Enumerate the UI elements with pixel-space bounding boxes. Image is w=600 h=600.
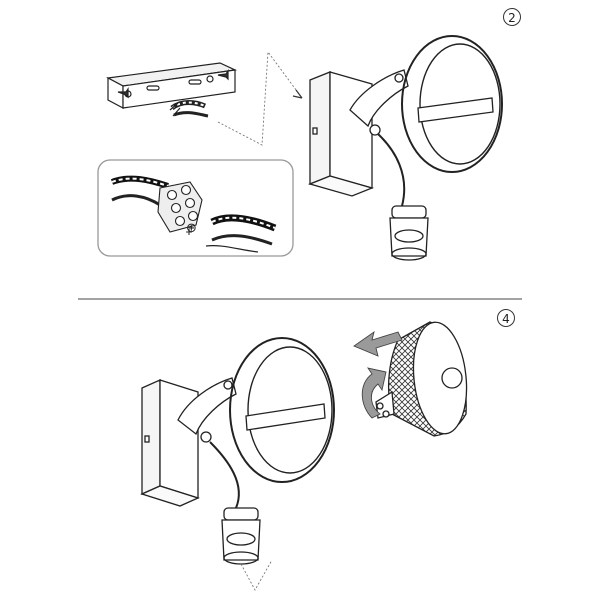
pointer-arrow-icon — [292, 89, 303, 99]
lamp-assembly — [140, 337, 335, 565]
lamp-cable — [205, 214, 277, 253]
step-4-panel — [140, 321, 468, 591]
leader-line — [240, 559, 273, 591]
lamp-assembly — [307, 35, 503, 261]
wire-stub — [169, 100, 209, 118]
step-2-panel: ⊕ — [97, 35, 503, 261]
step-number-badge: 4 — [497, 309, 515, 327]
leader-line — [217, 50, 303, 146]
step-number-badge: 2 — [503, 8, 521, 26]
earth-symbol-icon: ⊕ — [186, 221, 197, 236]
gu10-bulb-icon — [375, 321, 468, 437]
screw-hole-icon — [206, 75, 214, 83]
insert-arrow-icon — [353, 330, 403, 357]
rotate-arrow-icon — [361, 367, 387, 419]
mounting-bracket — [106, 62, 238, 109]
terminal-block — [110, 175, 203, 235]
